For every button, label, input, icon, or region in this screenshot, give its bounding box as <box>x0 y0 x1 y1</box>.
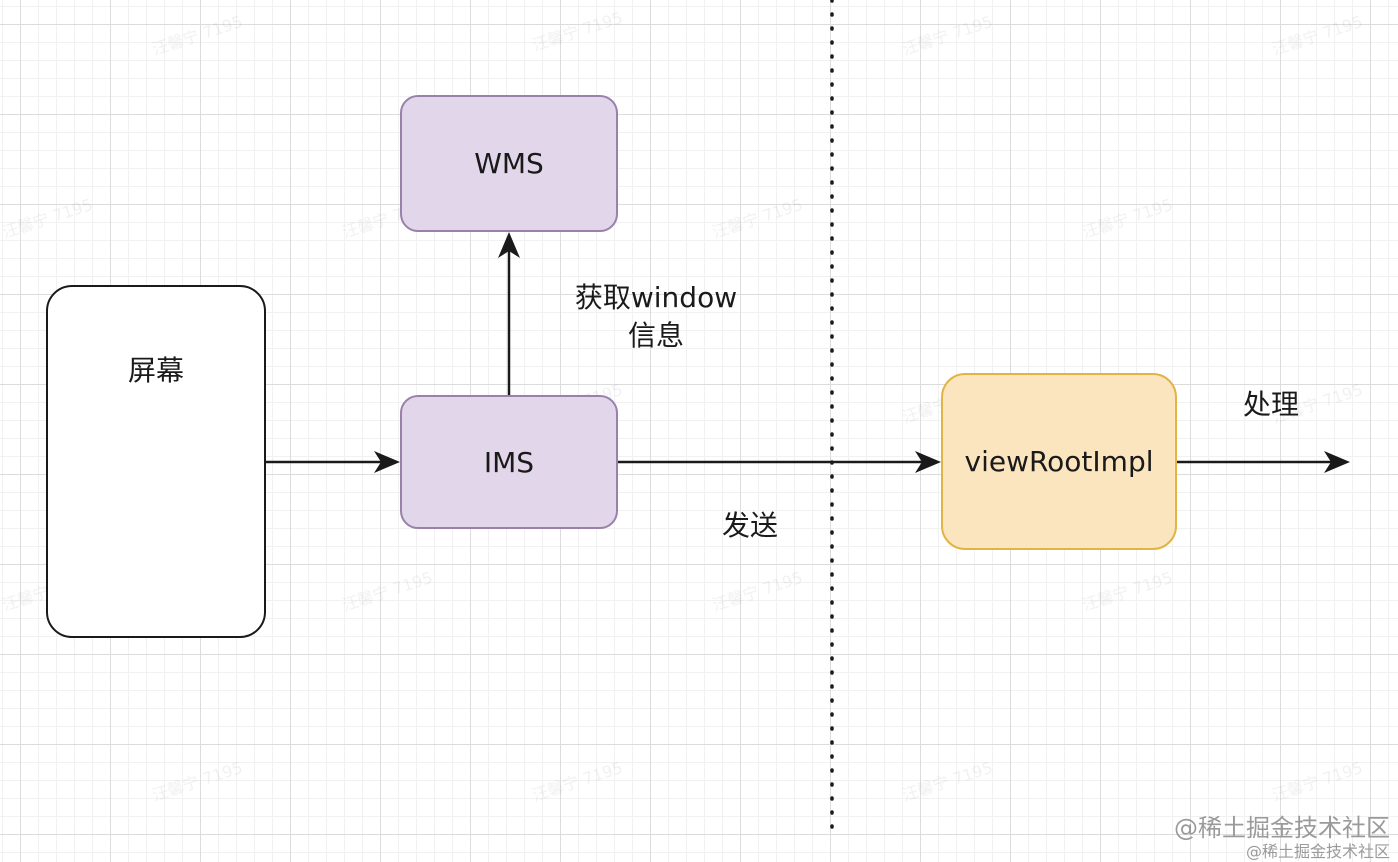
ims-to-wms-arrowhead <box>498 232 520 258</box>
screen-node-label: 屏幕 <box>127 354 184 387</box>
watermark: 汪馨宁 7195 <box>709 567 805 615</box>
fetch-label-line2: 信息 <box>627 319 684 352</box>
watermark: 汪馨宁 7195 <box>1079 194 1175 242</box>
watermark: 汪馨宁 7195 <box>149 11 245 59</box>
fetch-window-info-label: 获取window 信息 <box>556 279 756 355</box>
watermark: 汪馨宁 7195 <box>899 11 995 59</box>
viewrootimpl-node-label: viewRootImpl <box>964 445 1154 478</box>
fetch-label-line1: 获取window <box>574 281 738 314</box>
screen-to-ims-arrowhead <box>374 451 400 473</box>
ims-node: IMS <box>400 395 618 529</box>
watermark: 汪馨宁 7195 <box>529 757 625 805</box>
wms-node: WMS <box>400 95 618 232</box>
watermark: 汪馨宁 7195 <box>709 194 805 242</box>
wms-node-label: WMS <box>474 147 544 180</box>
send-label: 发送 <box>721 509 778 542</box>
viewrootimpl-output-arrowhead <box>1324 451 1350 473</box>
watermark: 汪馨宁 7195 <box>1079 567 1175 615</box>
watermark: 汪馨宁 7195 <box>149 757 245 805</box>
watermark: 汪馨宁 7195 <box>0 194 95 242</box>
source-credit-small: @稀土掘金技术社区 <box>1245 842 1390 861</box>
watermark: 汪馨宁 7195 <box>1269 11 1365 59</box>
source-credit: @稀土掘金技术社区 <box>1174 814 1390 842</box>
screen-node: 屏幕 <box>46 285 266 638</box>
viewrootimpl-node: viewRootImpl <box>941 373 1177 550</box>
watermark: 汪馨宁 7195 <box>529 7 625 55</box>
ims-to-viewrootimpl-arrowhead <box>915 451 941 473</box>
ims-node-label: IMS <box>483 445 535 479</box>
handle-label: 处理 <box>1242 388 1299 421</box>
watermark: 汪馨宁 7195 <box>339 567 435 615</box>
watermark: 汪馨宁 7195 <box>899 757 995 805</box>
watermark: 汪馨宁 7195 <box>1269 757 1365 805</box>
